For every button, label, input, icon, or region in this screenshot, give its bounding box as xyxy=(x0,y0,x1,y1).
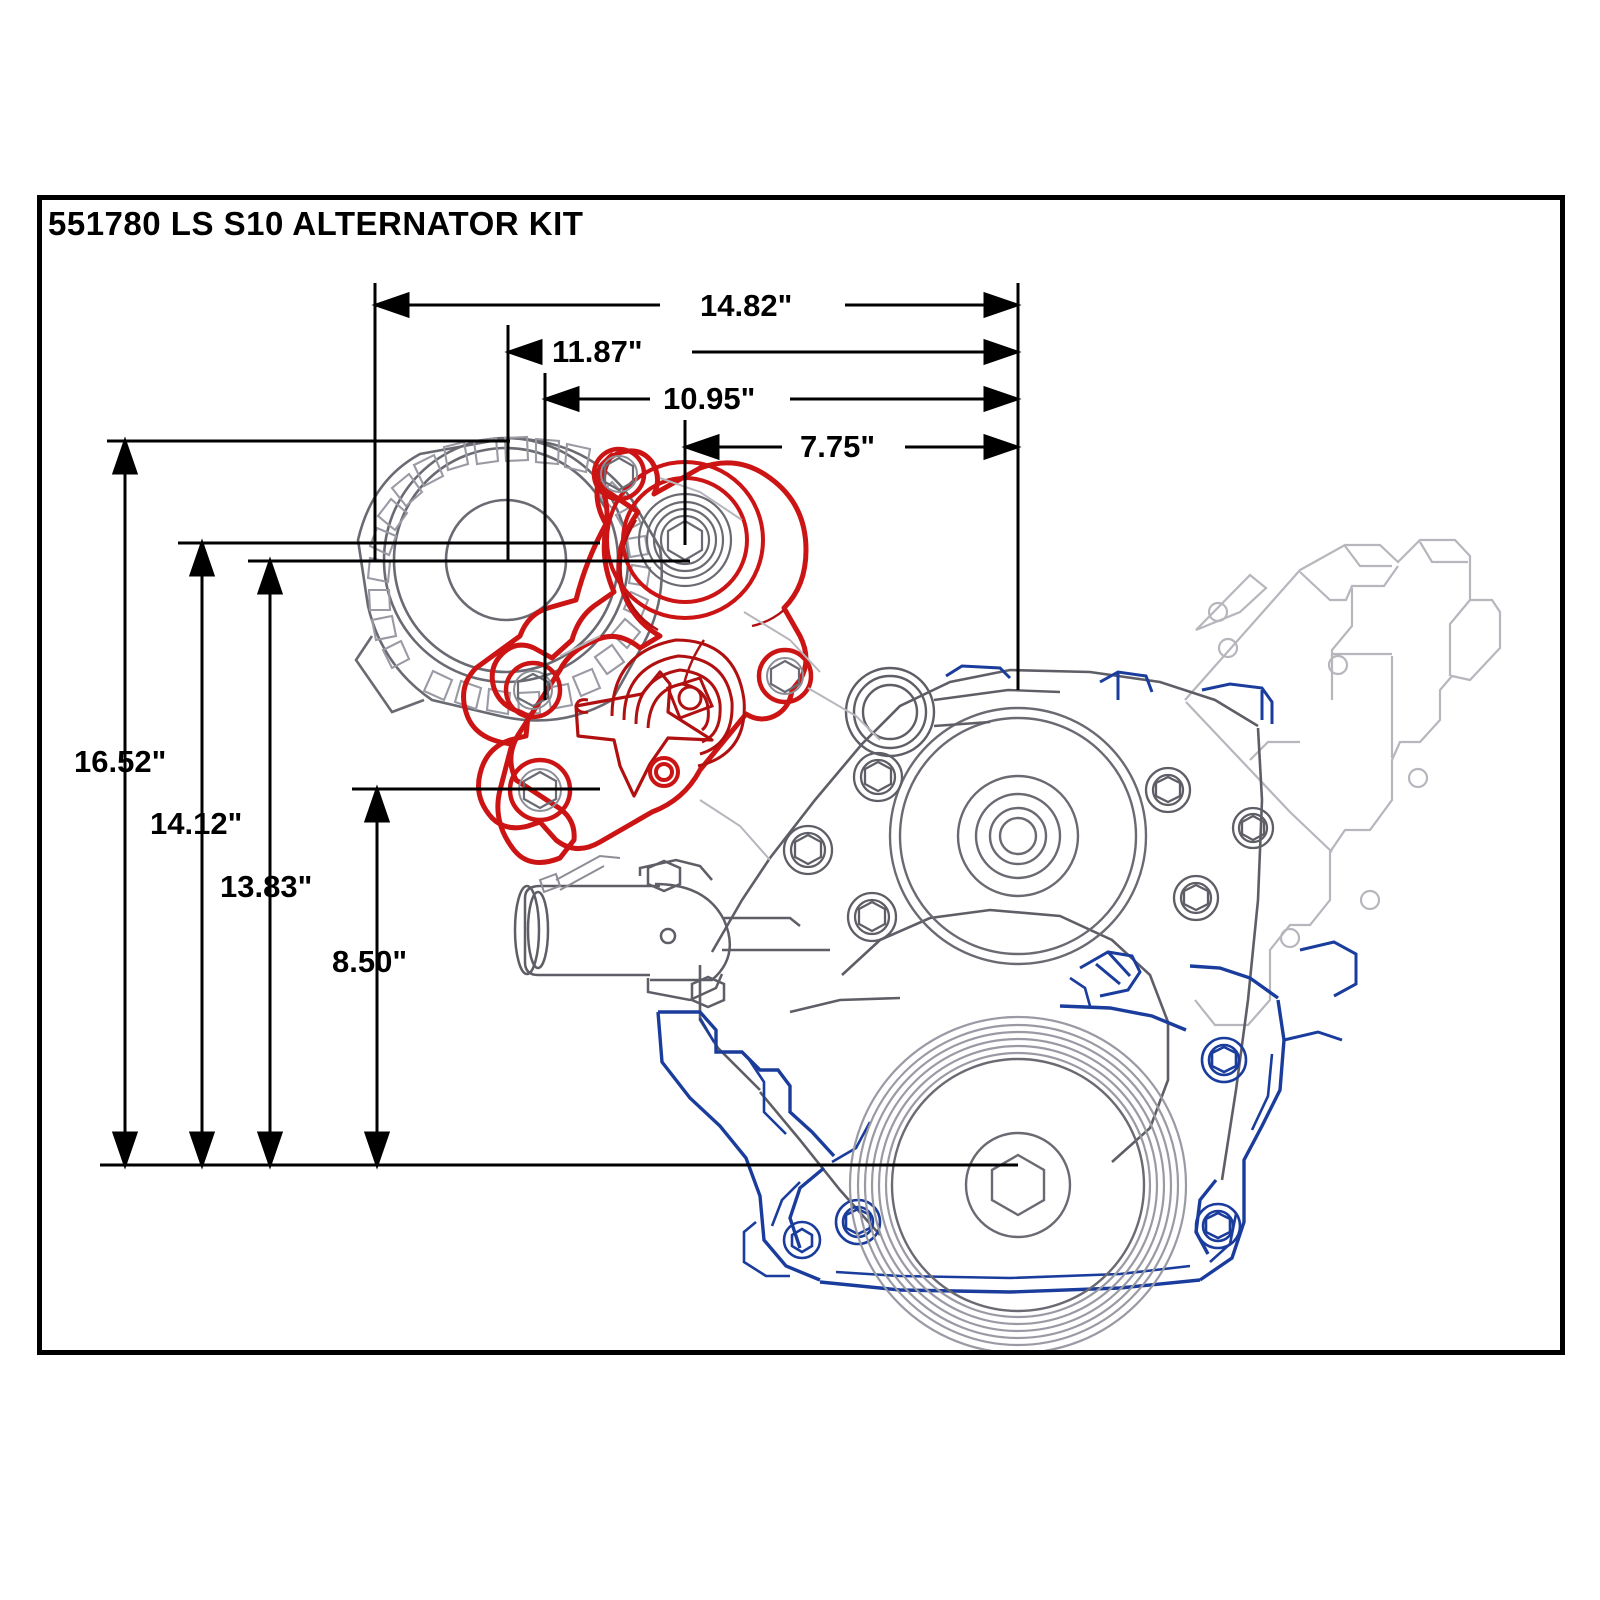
page-title: 551780 LS S10 ALTERNATOR KIT xyxy=(48,205,584,242)
dim-label-16-52: 16.52" xyxy=(74,744,167,779)
dim-label-14-12: 14.12" xyxy=(150,806,243,841)
dim-label-8-50: 8.50" xyxy=(332,944,408,979)
dim-label-10-95: 10.95" xyxy=(663,381,756,416)
dim-label-7-75: 7.75" xyxy=(800,429,876,464)
dim-label-14-82: 14.82" xyxy=(700,288,793,323)
drawing-frame-border xyxy=(37,195,1565,1355)
dim-label-11-87: 11.87" xyxy=(552,334,643,369)
dim-label-13-83: 13.83" xyxy=(220,869,313,904)
